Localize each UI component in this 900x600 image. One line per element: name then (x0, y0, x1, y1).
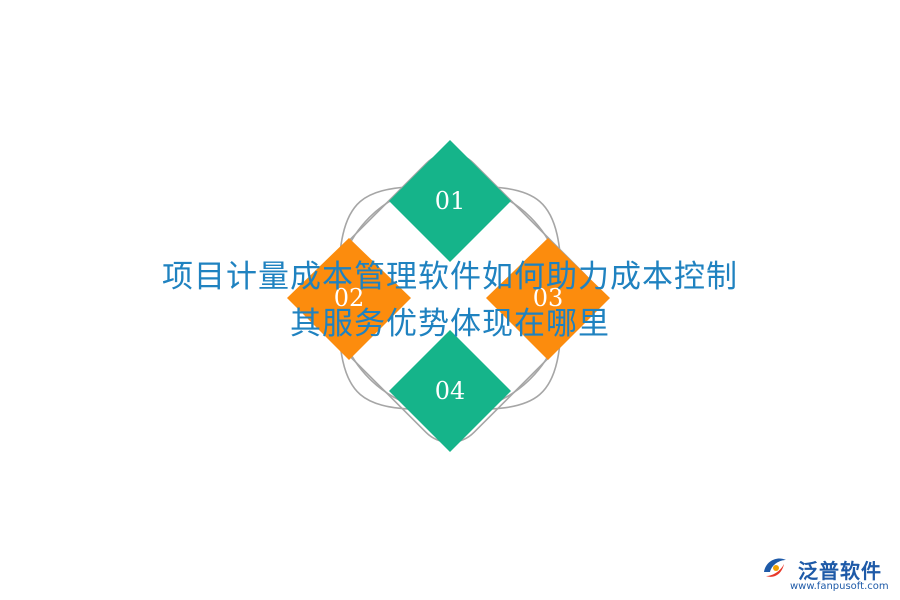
diamond-item-02: 02 (287, 238, 411, 360)
title-line-2: 其服务优势体现在哪里 (290, 306, 610, 342)
diamond-label-03: 03 (533, 284, 564, 312)
diamond-shape-03 (486, 238, 610, 360)
diamond-label-02: 02 (334, 284, 365, 312)
orbit-ring-rotated (304, 152, 596, 444)
diamond-item-04: 04 (389, 330, 511, 452)
fanpu-logo-icon (764, 558, 786, 577)
diamond-item-01: 01 (389, 140, 511, 262)
logo-name: 泛普软件 (798, 559, 882, 583)
diamond-label-01: 01 (435, 187, 466, 215)
logo-url: www.fanpusoft.com (790, 581, 889, 592)
diamond-shape-02 (287, 238, 411, 360)
diamond-shape-04 (389, 330, 511, 452)
brand-logo: 泛普软件 www.fanpusoft.com (760, 552, 895, 596)
diamond-shape-01 (389, 140, 511, 262)
diamond-label-04: 04 (435, 377, 466, 405)
title-line-1: 项目计量成本管理软件如何助力成本控制 (162, 259, 738, 295)
diamond-item-03: 03 (486, 238, 610, 360)
